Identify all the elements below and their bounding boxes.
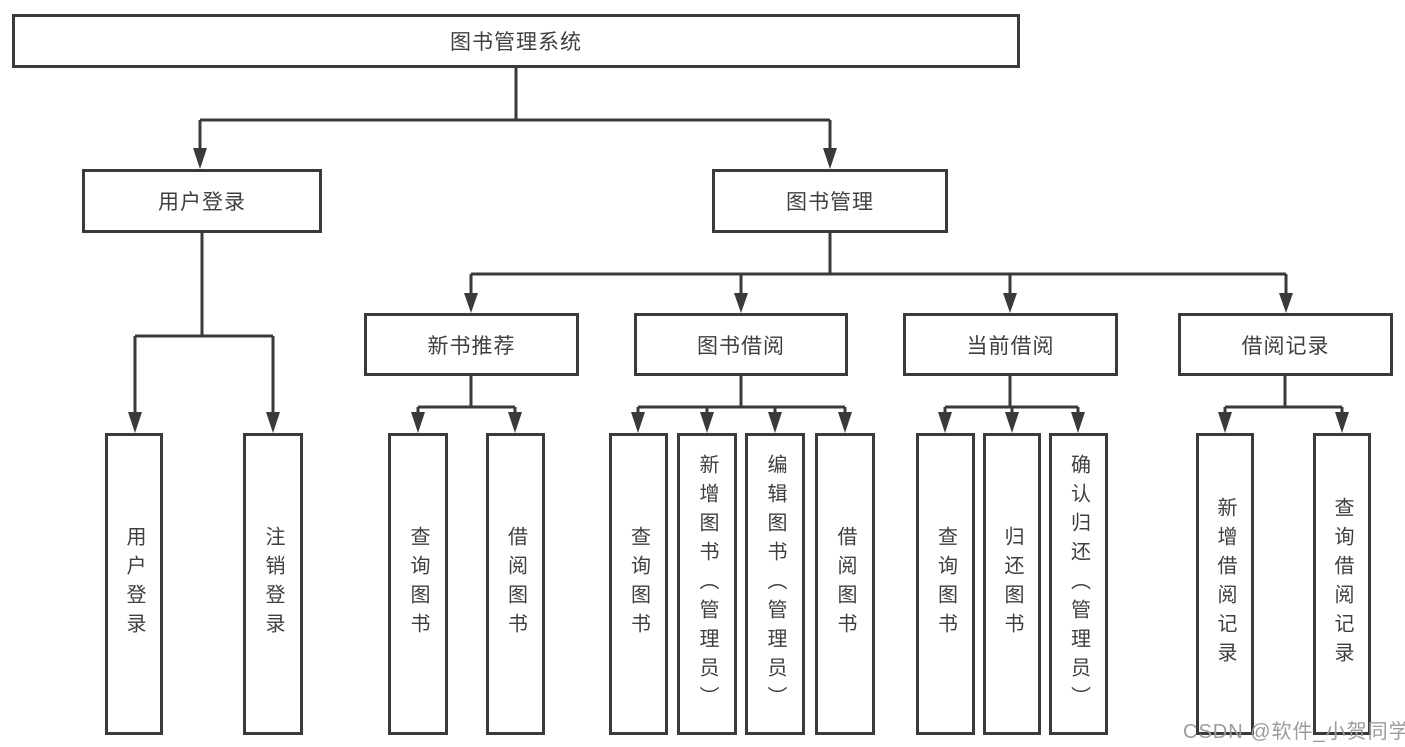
leaf-label: 查询图书 [407, 526, 429, 642]
arrowhead-icon [464, 293, 478, 313]
node-book-management-label: 图书管理 [786, 191, 874, 214]
leaf-label: 借阅图书 [834, 526, 856, 642]
arrowheads [128, 148, 1349, 433]
arrowhead-icon [768, 412, 782, 433]
leaf-edit-books-admin: 编辑图书（管理员） [745, 433, 805, 735]
leaf-logout: 注销登录 [243, 433, 303, 735]
leaf-borrow-books: 借阅图书 [815, 433, 875, 735]
leaf-logout-label: 注销登录 [262, 526, 284, 642]
arrowhead-icon [128, 412, 142, 433]
leaf-user-login: 用户登录 [105, 433, 163, 735]
leaf-label: 新增图书（管理员） [696, 453, 718, 715]
leaf-label: 查询图书 [934, 526, 957, 642]
arrowhead-icon [1071, 412, 1085, 433]
arrowhead-icon [938, 412, 952, 433]
node-new-book-recommend-label: 新书推荐 [427, 334, 516, 358]
node-borrow-records-label: 借阅记录 [1241, 334, 1330, 358]
node-root: 图书管理系统 [12, 14, 1020, 68]
arrowhead-icon [411, 412, 425, 433]
arrowhead-icon [508, 412, 522, 433]
node-book-management: 图书管理 [712, 169, 948, 233]
arrowhead-icon [1335, 412, 1349, 433]
leaf-label: 新增借阅记录 [1214, 497, 1236, 671]
leaf-label: 借阅图书 [504, 526, 527, 642]
node-borrow-records: 借阅记录 [1178, 313, 1393, 376]
arrowhead-icon [631, 412, 645, 433]
leaf-query-books-borrow: 查询图书 [609, 433, 668, 735]
arrowhead-icon [838, 412, 852, 433]
leaf-label: 查询借阅记录 [1331, 497, 1353, 671]
arrowhead-icon [823, 148, 837, 169]
connector-path [133, 68, 1344, 414]
node-current-borrow: 当前借阅 [903, 313, 1118, 376]
leaf-label: 查询图书 [627, 526, 650, 642]
arrowhead-icon [734, 293, 748, 313]
leaf-label: 编辑图书（管理员） [764, 453, 786, 715]
leaf-add-books-admin: 新增图书（管理员） [677, 433, 737, 735]
arrowhead-icon [1218, 412, 1232, 433]
node-book-borrow: 图书借阅 [634, 313, 848, 376]
arrowhead-icon [266, 412, 280, 433]
watermark: CSDN @软件_小贺同学 [1183, 721, 1405, 743]
leaf-label: 归还图书 [1001, 526, 1023, 642]
leaf-query-books-current: 查询图书 [916, 433, 975, 735]
arrowhead-icon [1005, 412, 1019, 433]
node-book-borrow-label: 图书借阅 [697, 334, 785, 358]
node-current-borrow-label: 当前借阅 [966, 334, 1055, 358]
node-user-login: 用户登录 [82, 169, 322, 233]
leaf-user-login-label: 用户登录 [123, 526, 145, 642]
leaf-label: 确认归还（管理员） [1067, 453, 1090, 715]
leaf-query-borrow-record: 查询借阅记录 [1313, 433, 1371, 735]
arrowhead-icon [700, 412, 714, 433]
node-user-login-label: 用户登录 [158, 191, 246, 214]
leaf-confirm-return-admin: 确认归还（管理员） [1049, 433, 1108, 735]
arrowhead-icon [1003, 293, 1017, 313]
arrowhead-icon [193, 148, 207, 169]
leaf-add-borrow-record: 新增借阅记录 [1196, 433, 1254, 735]
node-root-label: 图书管理系统 [450, 31, 582, 54]
node-new-book-recommend: 新书推荐 [364, 313, 579, 376]
leaf-return-books: 归还图书 [983, 433, 1041, 735]
leaf-borrow-books-recommend: 借阅图书 [486, 433, 545, 735]
leaf-query-books-recommend: 查询图书 [388, 433, 448, 735]
arrowhead-icon [1279, 293, 1293, 313]
